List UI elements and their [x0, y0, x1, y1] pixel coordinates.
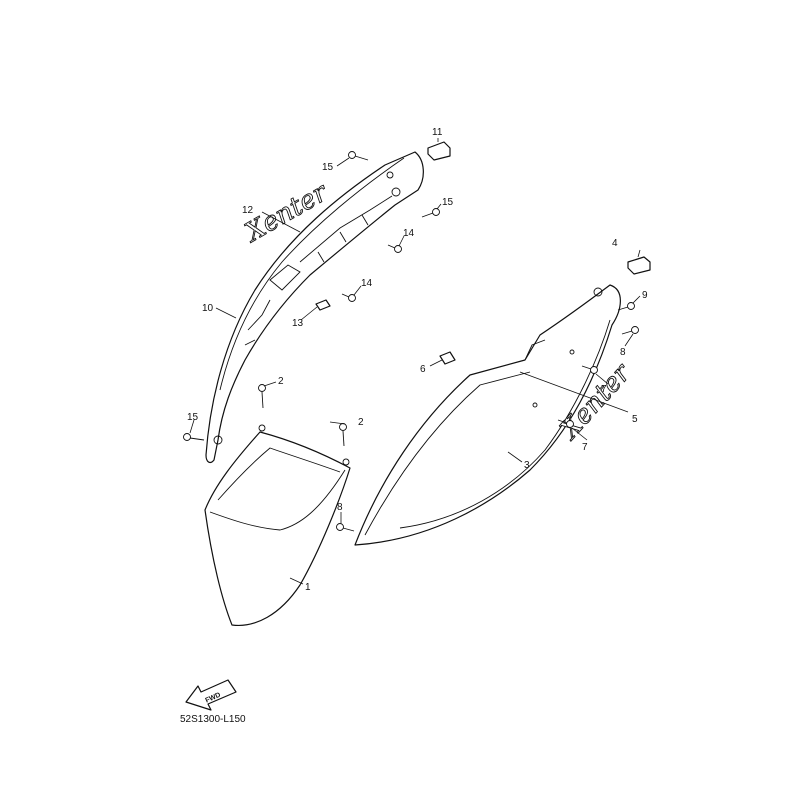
callouts: 11 15 15 12 14 14 10 13 2 2 15 1 4 9 8 6…	[187, 127, 648, 593]
callout-12: 12	[242, 205, 254, 216]
callout-2-right: 2	[358, 417, 364, 428]
callout-7-upper: 7	[601, 384, 607, 395]
callout-8-left: 8	[337, 502, 343, 513]
callout-7-lower: 7	[582, 442, 588, 453]
callout-15-top: 15	[322, 162, 334, 173]
callout-3: 3	[524, 460, 530, 471]
bolt-15-top	[348, 151, 369, 161]
bolt-14-lower	[341, 293, 356, 302]
callout-14-lower: 14	[361, 278, 373, 289]
part-4-clip	[627, 256, 651, 275]
callout-15-bottom: 15	[187, 412, 199, 423]
callout-2-left: 2	[278, 376, 284, 387]
fwd-arrow-icon: FWD	[185, 679, 237, 711]
bolt-14-upper	[387, 244, 402, 253]
part-6-nut	[439, 351, 456, 365]
callout-15-middle: 15	[442, 197, 454, 208]
part-3-side-cover	[354, 284, 621, 546]
bolt-2-left	[258, 384, 266, 409]
callout-8-right: 8	[620, 347, 626, 358]
part-10-upper-side-cover	[205, 151, 424, 464]
callout-14-upper: 14	[403, 228, 415, 239]
bolt-2-right	[339, 423, 347, 447]
diagram-code: 52S1300-L150	[180, 714, 246, 725]
bolt-15-bottom	[183, 433, 205, 441]
bolt-8-left	[336, 523, 355, 532]
bolt-7-lower	[557, 419, 574, 428]
bolt-7-upper	[581, 365, 598, 374]
callout-11: 11	[432, 127, 443, 138]
callout-5: 5	[632, 414, 638, 425]
callout-6: 6	[420, 364, 426, 375]
part-11-clip	[427, 141, 451, 161]
bolt-9	[617, 302, 635, 311]
leader-lines	[189, 138, 641, 585]
bolt-15-middle	[421, 208, 440, 218]
callout-10: 10	[202, 303, 214, 314]
part-1-front-lower-cover	[204, 424, 351, 627]
bolt-8-right	[621, 326, 639, 335]
callout-1: 1	[305, 582, 311, 593]
callout-9: 9	[642, 290, 648, 301]
callout-13: 13	[292, 318, 304, 329]
part-13-nut	[315, 299, 331, 311]
callout-4: 4	[612, 238, 618, 249]
